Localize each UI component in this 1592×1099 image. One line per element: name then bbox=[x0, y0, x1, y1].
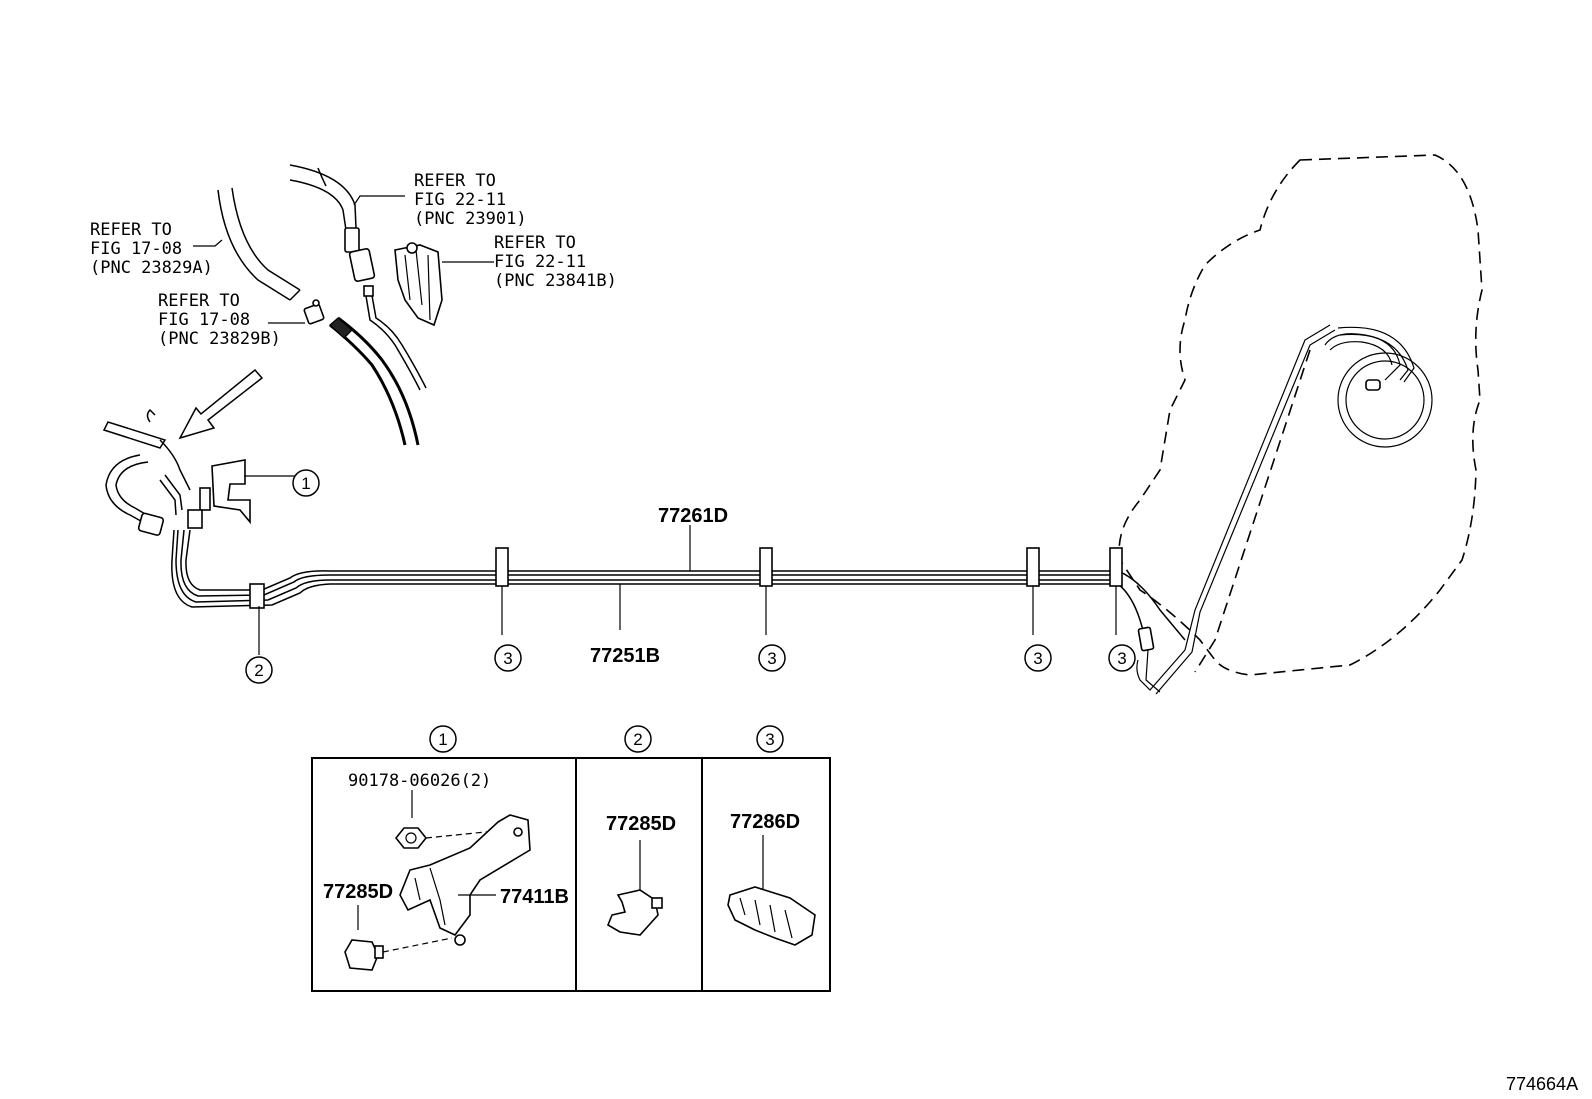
svg-text:3: 3 bbox=[767, 649, 776, 668]
bolt-part bbox=[394, 790, 506, 849]
bracket-77411B bbox=[399, 814, 531, 946]
svg-text:FIG 22-11: FIG 22-11 bbox=[414, 190, 506, 210]
clamp-77285D-center bbox=[607, 840, 663, 936]
part-number-77285D-center: 77285D bbox=[606, 813, 676, 835]
ref-label-23829A: REFER TO FIG 17-08 (PNC 23829A) bbox=[90, 220, 213, 278]
leader-lines bbox=[193, 195, 1117, 655]
svg-text:2: 2 bbox=[633, 730, 642, 749]
svg-text:(PNC 23841B): (PNC 23841B) bbox=[494, 271, 617, 291]
part-number-77411B: 77411B bbox=[500, 886, 569, 908]
tank-internal-tubes bbox=[1136, 324, 1415, 695]
callout-3-main-a: 3 bbox=[494, 644, 522, 672]
svg-text:2: 2 bbox=[254, 661, 263, 680]
svg-text:FIG 17-08: FIG 17-08 bbox=[90, 239, 182, 259]
svg-text:3: 3 bbox=[765, 730, 774, 749]
clamp-77286D bbox=[727, 835, 816, 946]
ref-label-23841B: REFER TO FIG 22-11 (PNC 23841B) bbox=[494, 233, 617, 291]
callout-3-main-d: 3 bbox=[1108, 644, 1136, 672]
main-fuel-tubes bbox=[171, 529, 1186, 693]
filler-hoses bbox=[217, 164, 443, 446]
svg-text:1: 1 bbox=[301, 474, 310, 493]
part-number-77286D: 77286D bbox=[730, 811, 800, 833]
svg-text:REFER TO: REFER TO bbox=[90, 220, 172, 240]
direction-arrow bbox=[178, 368, 264, 440]
part-number-90178-06026: 90178-06026(2) bbox=[348, 771, 491, 791]
callout-3-detail: 3 bbox=[756, 725, 784, 753]
svg-text:FIG 17-08: FIG 17-08 bbox=[158, 310, 250, 330]
svg-text:3: 3 bbox=[1033, 649, 1042, 668]
callout-3-main-c: 3 bbox=[1024, 644, 1052, 672]
callout-2-detail: 2 bbox=[624, 725, 652, 753]
tube-clamps bbox=[249, 547, 1123, 609]
svg-text:REFER TO: REFER TO bbox=[494, 233, 576, 253]
fuel-pump-ring bbox=[1324, 333, 1433, 448]
detail-box bbox=[311, 757, 831, 992]
svg-text:(PNC 23829A): (PNC 23829A) bbox=[90, 258, 213, 278]
ref-label-23901: REFER TO FIG 22-11 (PNC 23901) bbox=[414, 171, 527, 229]
callout-1-main: 1 bbox=[292, 469, 320, 497]
callout-3-main-b: 3 bbox=[758, 644, 786, 672]
part-number-77251B: 77251B bbox=[590, 645, 660, 667]
clamp-77285D-left bbox=[344, 905, 453, 971]
svg-text:3: 3 bbox=[1117, 649, 1126, 668]
figure-code: 774664A bbox=[1506, 1074, 1578, 1094]
svg-text:REFER TO: REFER TO bbox=[414, 171, 496, 191]
svg-text:3: 3 bbox=[503, 649, 512, 668]
svg-text:(PNC 23901): (PNC 23901) bbox=[414, 209, 527, 229]
svg-text:FIG 22-11: FIG 22-11 bbox=[494, 252, 586, 272]
fuel-tank-outline bbox=[1118, 154, 1483, 676]
filler-neck-assembly bbox=[102, 408, 251, 536]
svg-text:(PNC 23829B): (PNC 23829B) bbox=[158, 329, 281, 349]
svg-text:REFER TO: REFER TO bbox=[158, 291, 240, 311]
svg-text:1: 1 bbox=[438, 730, 447, 749]
part-number-77261D: 77261D bbox=[658, 505, 728, 527]
part-number-77285D-left: 77285D bbox=[323, 881, 393, 903]
callout-1-detail: 1 bbox=[429, 725, 457, 753]
callout-2-main: 2 bbox=[245, 656, 273, 684]
ref-label-23829B: REFER TO FIG 17-08 (PNC 23829B) bbox=[158, 291, 281, 349]
